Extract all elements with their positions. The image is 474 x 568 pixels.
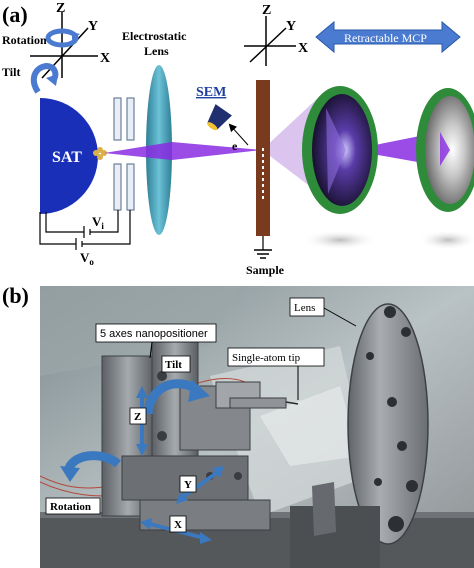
- rotation-label: Rotation: [2, 33, 47, 47]
- tilt-label: Tilt: [2, 65, 20, 79]
- voltage-circuit: [39, 210, 131, 250]
- tip-label: Single-atom tip: [232, 352, 301, 364]
- tip-callout: Single-atom tip: [227, 347, 325, 400]
- sat-tip-atoms: [93, 147, 107, 160]
- lens-label-line1: Electrostatic: [122, 29, 187, 43]
- panel-a-diagram: Z Y X Rotation Tilt SAT: [2, 1, 474, 277]
- lens-disk: [347, 303, 429, 545]
- single-atom-tip: [285, 401, 299, 405]
- mcp-label: Retractable MCP: [344, 31, 427, 45]
- vi-label: Vi: [92, 214, 104, 231]
- lens-callout: Lens: [289, 297, 357, 327]
- retractable-mcp-arrow: Retractable MCP: [315, 20, 461, 54]
- panel-a-letter: (a): [2, 2, 28, 27]
- y-callout: Y: [179, 475, 197, 493]
- z-label: Z: [134, 411, 141, 423]
- tilt-callout: Tilt: [161, 355, 191, 373]
- x-label: X: [174, 519, 182, 531]
- sem-label: SEM: [196, 85, 226, 100]
- tip-holder: [229, 397, 287, 409]
- rotation-arrow-icon: [60, 451, 121, 482]
- sample-label: Sample: [246, 263, 285, 277]
- electron-beam: [104, 142, 262, 160]
- lens-label: Lens: [294, 302, 315, 314]
- rotation-arrow-icon: [45, 28, 80, 48]
- vo-label: Vo: [80, 250, 94, 267]
- panel-a: (a): [0, 0, 474, 282]
- panel-b-drawing: 5 axes nanopositioner Lens Single-atom t…: [40, 286, 474, 568]
- panel-b-photo: 5 axes nanopositioner Lens Single-atom t…: [40, 286, 474, 568]
- left-axis-y: Y: [88, 19, 98, 34]
- sem-detector-icon: [207, 104, 232, 131]
- mcp2-shadow: [418, 230, 474, 250]
- left-axis-x: X: [100, 51, 110, 66]
- right-axis-x: X: [298, 41, 308, 56]
- lens-label-line2: Lens: [144, 44, 169, 58]
- right-axis-y: Y: [286, 19, 296, 34]
- right-axis-z: Z: [262, 3, 271, 18]
- left-axis-z: Z: [56, 1, 65, 16]
- rotation-label: Rotation: [50, 501, 91, 513]
- right-axes: Z Y X: [244, 3, 308, 66]
- rotation-callout: Rotation: [45, 497, 101, 515]
- tilt-arrow-icon: [143, 379, 210, 415]
- electron-label: e: [232, 139, 238, 153]
- sample-upper: [256, 80, 270, 150]
- tilt-arrow-icon: [30, 62, 59, 94]
- sat-hemisphere: [40, 98, 98, 214]
- tilt-label: Tilt: [165, 359, 182, 371]
- nanopositioner-callout: 5 axes nanopositioner: [95, 323, 217, 359]
- nanopositioner-label: 5 axes nanopositioner: [100, 328, 208, 340]
- y-label: Y: [184, 479, 192, 491]
- z-callout: Z: [129, 407, 147, 425]
- electron-arrow: [228, 123, 249, 146]
- x-callout: X: [169, 515, 187, 533]
- mcp1-shadow: [302, 230, 378, 250]
- panel-b-letter: (b): [2, 283, 29, 308]
- sat-label: SAT: [52, 149, 82, 166]
